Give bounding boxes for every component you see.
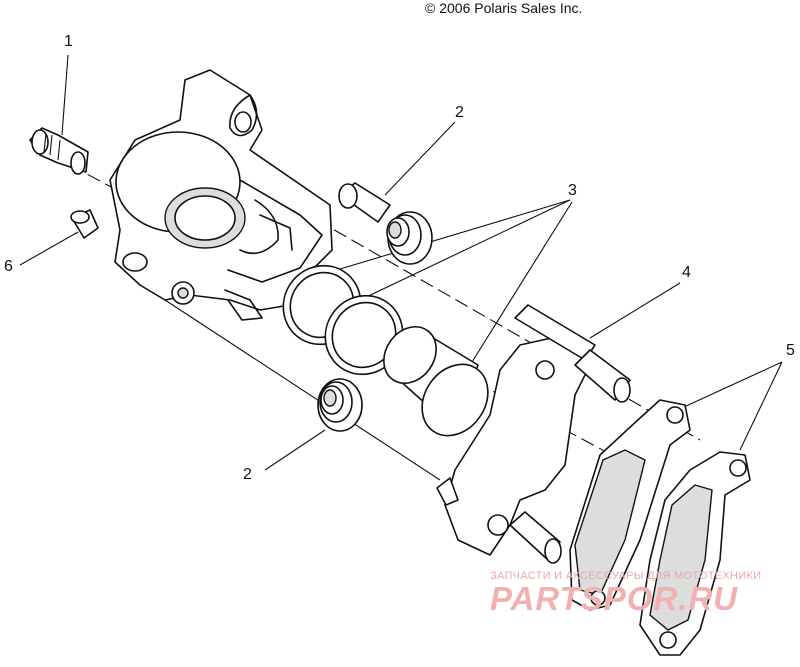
copyright-text: © 2006 Polaris Sales Inc. [425,0,583,16]
bleeder-screw [29,127,89,175]
caliper-bracket [436,304,631,564]
lower-pin-boot [317,378,363,432]
upper-pin-and-boot [338,182,433,265]
callout-5: 5 [786,342,795,359]
callout-6: 6 [4,258,13,275]
callout-1: 1 [64,33,73,50]
piston-seals [282,264,404,376]
caliper-body [109,69,333,321]
leader-lines [19,54,783,471]
callout-3: 3 [568,182,577,199]
callout-2-lower: 2 [243,466,252,483]
callout-4: 4 [682,264,691,281]
brake-pads [569,399,751,656]
watermark-brand: PARTSPOR.RU [490,580,739,617]
callout-2-upper: 2 [455,104,464,121]
piston [383,326,489,437]
watermark-tagline: ЗАПЧАСТИ И АКСЕССУАРЫ ДЛЯ МОТОТЕХНИКИ [490,570,762,582]
bleeder-cap [70,209,99,239]
